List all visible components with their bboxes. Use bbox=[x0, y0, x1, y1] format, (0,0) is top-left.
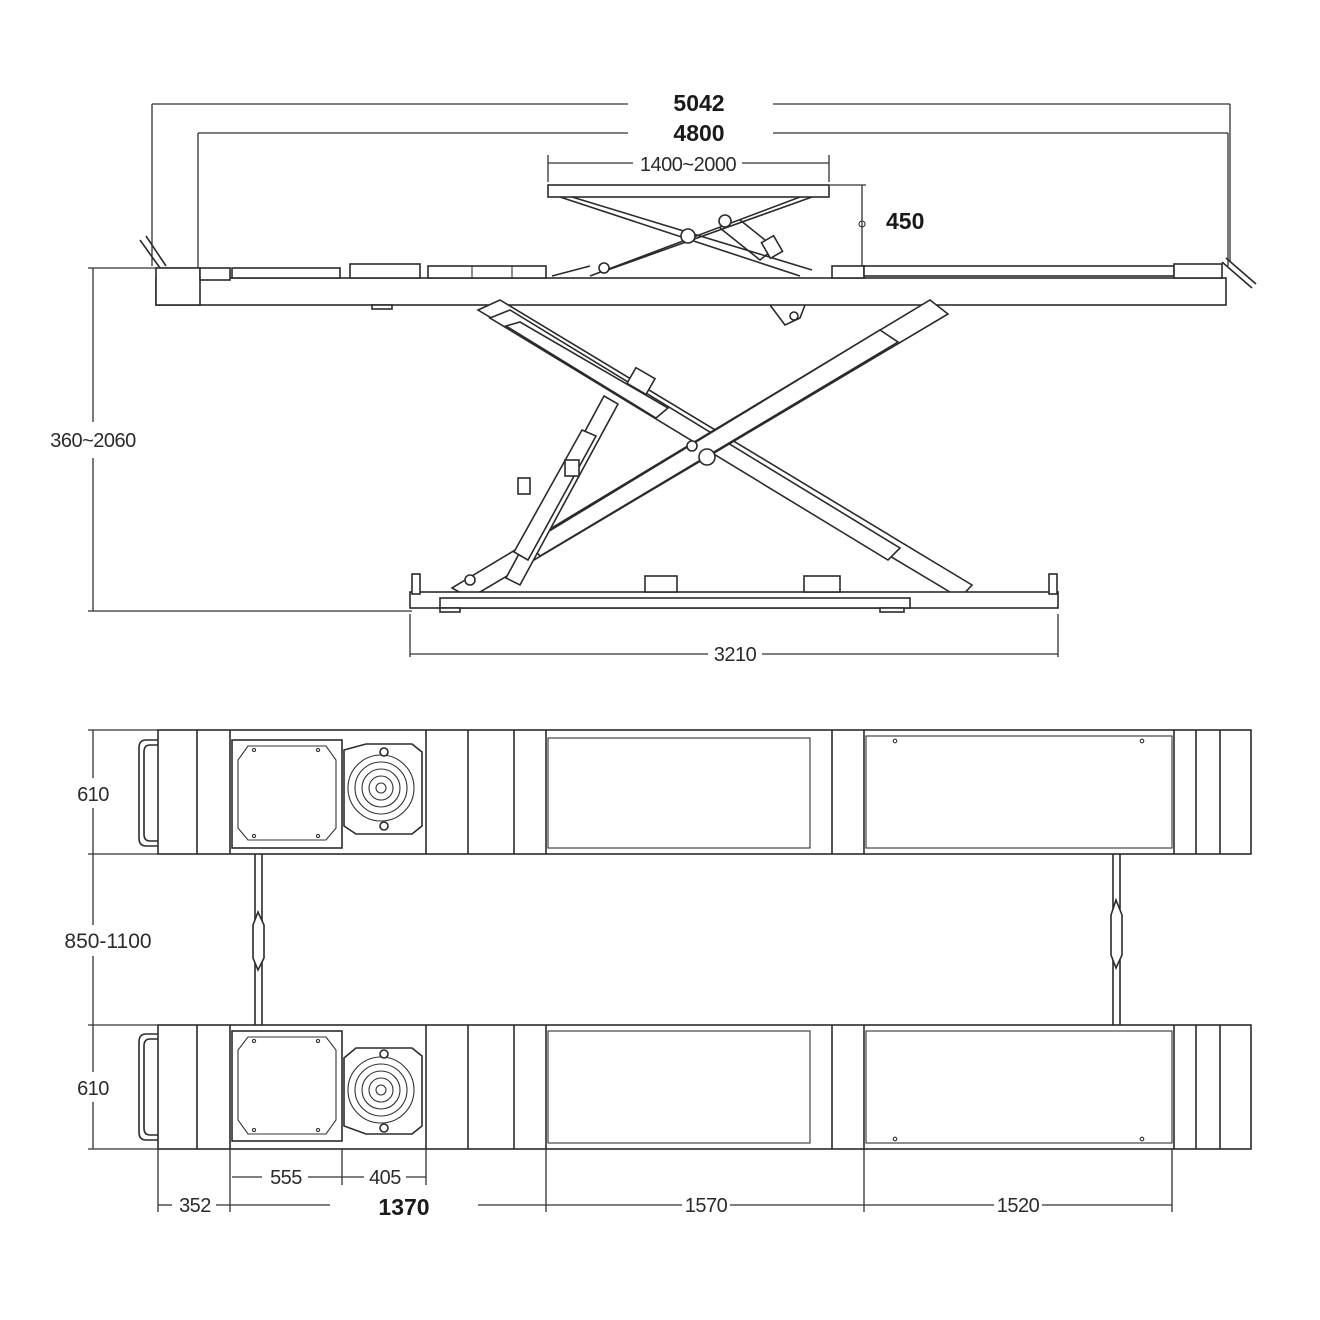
cross-tie-bars bbox=[252, 854, 1123, 1025]
label-850-1100: 850-1100 bbox=[64, 930, 151, 953]
label-610-lower: 610 bbox=[77, 1078, 109, 1100]
dimension-lift-height: 360~2060 bbox=[50, 267, 412, 612]
label-352: 352 bbox=[179, 1195, 211, 1217]
rolling-jack-side bbox=[547, 184, 830, 277]
label-5042: 5042 bbox=[673, 90, 724, 116]
runway-top-upper bbox=[138, 729, 1252, 855]
label-4800: 4800 bbox=[673, 120, 724, 146]
dimension-jack-length: 1400~2000 bbox=[547, 154, 830, 182]
dimension-base-length: 3210 bbox=[409, 614, 1059, 666]
runway-top-lower bbox=[138, 1024, 1252, 1150]
label-450: 450 bbox=[886, 208, 924, 234]
label-555: 555 bbox=[270, 1167, 302, 1189]
dimension-overall-length-inner: 4800 bbox=[197, 120, 1229, 270]
dimension-jack-lift: 450 bbox=[830, 184, 924, 267]
dimension-overall-length-outer: 5042 bbox=[151, 88, 1231, 266]
scissor-mechanism bbox=[450, 299, 974, 600]
top-view: 610 850-1100 610 555 405 352 1370 bbox=[64, 729, 1252, 1220]
dimension-segment-lengths: 555 405 352 1370 1570 1520 bbox=[157, 1149, 1173, 1220]
label-3210: 3210 bbox=[714, 644, 757, 666]
side-view: 5042 4800 1400~2000 450 bbox=[50, 88, 1257, 666]
label-1400-2000: 1400~2000 bbox=[640, 154, 737, 176]
label-360-2060: 360~2060 bbox=[50, 430, 136, 452]
runway-platform-side bbox=[139, 235, 1257, 310]
label-1520: 1520 bbox=[997, 1195, 1040, 1217]
label-610-upper: 610 bbox=[77, 784, 109, 806]
label-1570: 1570 bbox=[685, 1195, 728, 1217]
label-1370: 1370 bbox=[378, 1194, 429, 1220]
label-405: 405 bbox=[369, 1167, 401, 1189]
base-frame-side bbox=[409, 573, 1059, 613]
dimension-platform-widths: 610 850-1100 610 bbox=[64, 729, 158, 1150]
